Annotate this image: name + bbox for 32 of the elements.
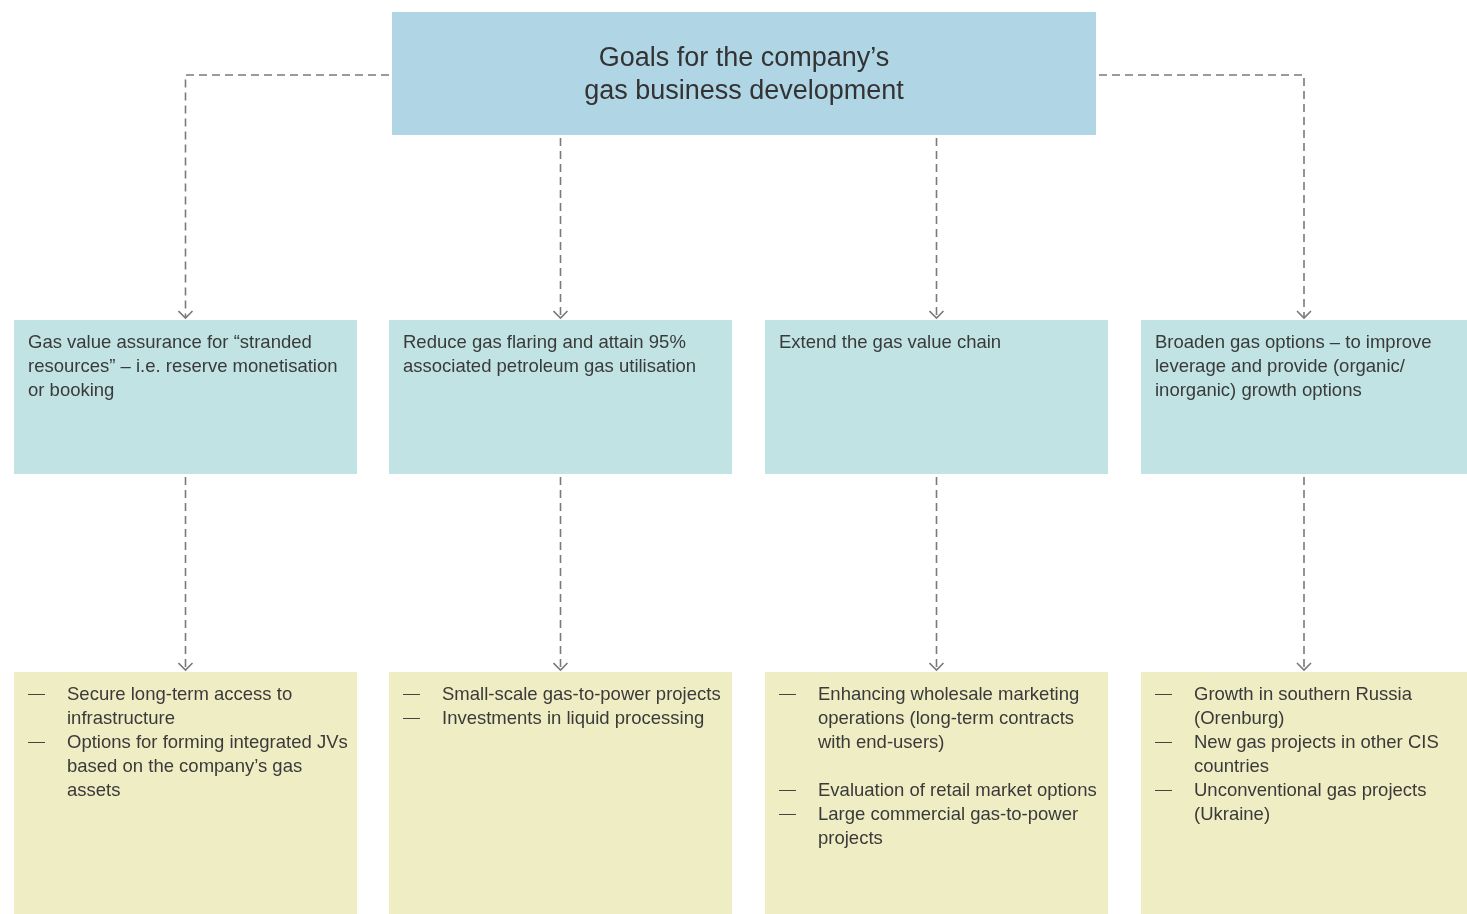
bullet-text: Investments in liquid processing bbox=[442, 706, 705, 730]
dashed-arrow bbox=[928, 137, 945, 319]
bullet-text: Evaluation of retail market options bbox=[818, 778, 1097, 802]
goal-text: Gas value assurance for “stranded resources” – i.e. reserve monetisation or booking bbox=[28, 330, 339, 402]
action-box bbox=[14, 672, 357, 914]
dashed-arrow bbox=[1098, 74, 1312, 319]
dashed-arrow bbox=[552, 476, 569, 671]
goal-box bbox=[14, 320, 357, 474]
bullet-text: Unconventional gas projects (Ukraine) bbox=[1194, 778, 1428, 826]
dashed-arrow bbox=[928, 476, 945, 671]
goal-box bbox=[389, 320, 732, 474]
dashed-arrow bbox=[177, 74, 390, 319]
goal-text: Broaden gas options – to improve leverage and provide (organic/ inorganic) growth options bbox=[1155, 330, 1433, 402]
title-box bbox=[392, 12, 1096, 135]
bullet-text: Secure long-term access to infrastructure bbox=[67, 682, 294, 730]
bullet-text: New gas projects in other CIS countries bbox=[1194, 730, 1440, 778]
bullet-text: Options for forming integrated JVs based on the company’s gas assets bbox=[67, 730, 349, 802]
dashed-arrow bbox=[1296, 476, 1312, 671]
goal-text: Reduce gas flaring and attain 95% associated petroleum gas utilisation bbox=[403, 330, 698, 378]
goal-box bbox=[765, 320, 1108, 474]
goal-box bbox=[1141, 320, 1467, 474]
bullet-text: Enhancing wholesale marketing operations (long-term contracts with end-users) bbox=[818, 682, 1081, 754]
action-box bbox=[1141, 672, 1467, 914]
title-text: Goals for the company’s gas business development bbox=[583, 40, 905, 107]
goal-text: Extend the gas value chain bbox=[779, 330, 1003, 354]
bullet-text: Growth in southern Russia (Orenburg) bbox=[1194, 682, 1413, 730]
bullet-text: Small-scale gas-to-power projects bbox=[442, 682, 721, 706]
dashed-arrow bbox=[177, 476, 194, 671]
action-box bbox=[765, 672, 1108, 914]
action-box bbox=[389, 672, 732, 914]
dashed-arrow bbox=[552, 137, 569, 319]
bullet-text: Large commercial gas-to-power projects bbox=[818, 802, 1080, 850]
